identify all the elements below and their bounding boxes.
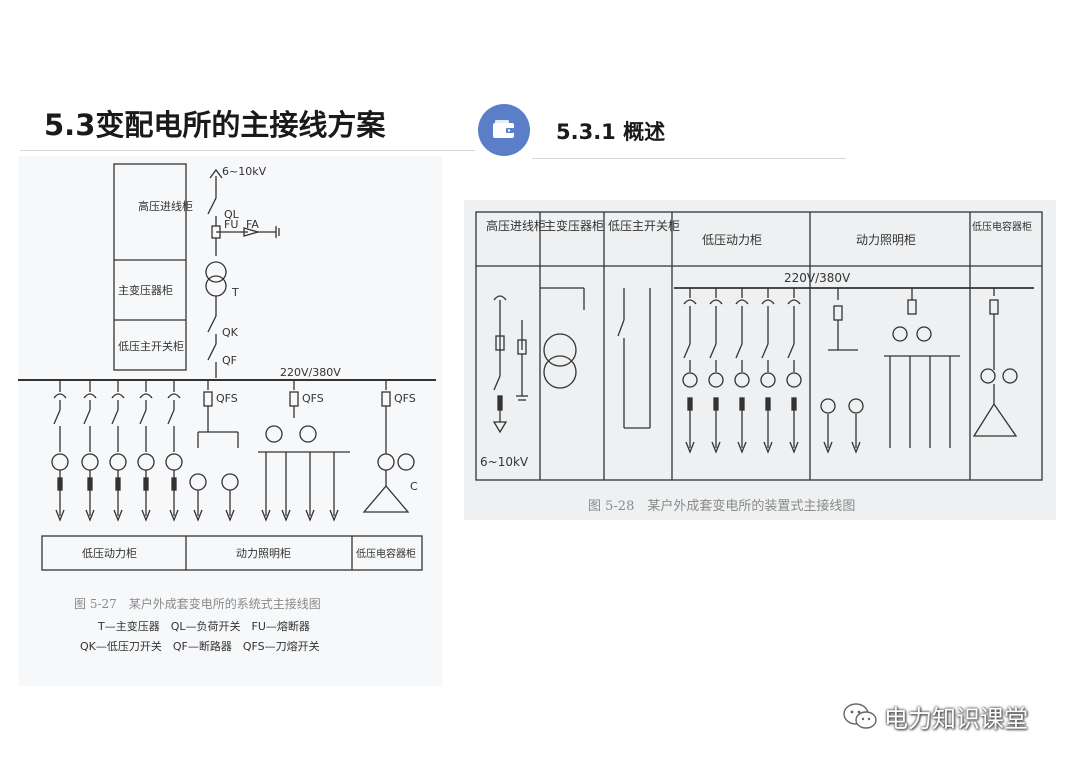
section-subtitle: 5.3.1 概述 <box>556 120 666 144</box>
figure-legend: QK—低压刀开关 QF—断路器 QFS—刀熔开关 <box>80 639 320 653</box>
busbar-label: 220V/380V <box>784 271 851 285</box>
title-divider <box>20 150 475 151</box>
watermark-text: 电力知识课堂 <box>884 704 1028 733</box>
symbol-label: QK <box>222 326 239 339</box>
cabinet-label: 主变压器柜 <box>118 283 173 297</box>
watermark: 电力知识课堂 <box>842 698 1028 734</box>
figure-assembled-wiring: 高压进线柜 主变压器柜 低压主开关柜 低压动力柜 动力照明柜 低压电容器柜 22… <box>464 200 1056 520</box>
symbol-label: T <box>231 286 239 299</box>
header-cell: 主变压器柜 <box>544 218 604 233</box>
header-cell: 低压电容器柜 <box>972 220 1032 233</box>
cabinet-label: 低压电容器柜 <box>356 547 416 560</box>
figure-system-wiring: 高压进线柜 主变压器柜 低压主开关柜 6~10kV QL FU FA T QK … <box>18 156 442 686</box>
symbol-label: QL <box>224 208 240 221</box>
header-cell: 动力照明柜 <box>856 233 916 247</box>
slide-title: 5.3变配电所的主接线方案 <box>44 108 386 142</box>
header-cell: 高压进线柜 <box>486 218 546 233</box>
header-cell: 低压动力柜 <box>702 233 762 247</box>
symbol-label: QFS <box>216 392 238 405</box>
wechat-icon <box>843 703 877 729</box>
section-badge <box>478 104 530 156</box>
symbol-label: QFS <box>302 392 324 405</box>
symbol-label: QF <box>222 354 237 367</box>
voltage-label: 6~10kV <box>480 455 529 469</box>
cabinet-label: 高压进线柜 <box>138 199 193 213</box>
figure-legend: T—主变压器 QL—负荷开关 FU—熔断器 <box>97 619 310 633</box>
cabinet-label: 动力照明柜 <box>236 547 291 560</box>
wallet-icon <box>493 120 514 138</box>
header-cell: 低压主开关柜 <box>608 219 680 233</box>
symbol-label: FU <box>224 218 238 231</box>
symbol-label: C <box>410 480 418 493</box>
voltage-label: 6~10kV <box>222 165 267 178</box>
subtitle-divider <box>532 158 846 159</box>
figure-caption: 图 5-28 某户外成套变电所的装置式主接线图 <box>588 498 855 514</box>
symbol-label: QFS <box>394 392 416 405</box>
busbar-label: 220V/380V <box>280 366 341 379</box>
cabinet-label: 低压主开关柜 <box>118 339 184 353</box>
figure-caption: 图 5-27 某户外成套变电所的系统式主接线图 <box>74 596 321 611</box>
symbol-label: FA <box>246 218 259 231</box>
cabinet-label: 低压动力柜 <box>82 547 137 560</box>
